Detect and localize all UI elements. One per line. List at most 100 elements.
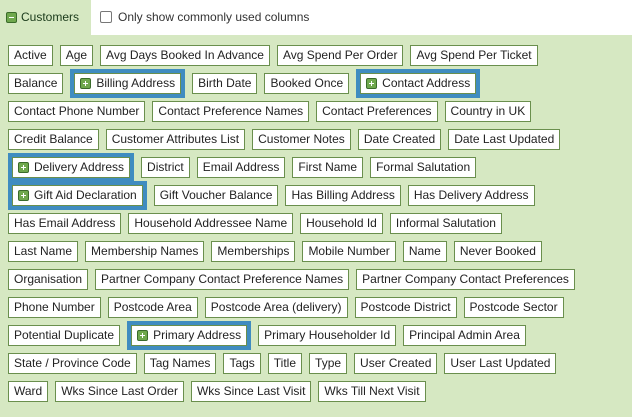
column-chip-title[interactable]: Title: [267, 353, 303, 374]
column-chip-name[interactable]: Name: [402, 241, 447, 262]
expand-plus-icon[interactable]: [366, 78, 378, 89]
group-chip-delivery-address[interactable]: Delivery Address: [12, 157, 131, 178]
column-chip-label: Date Last Updated: [454, 132, 555, 146]
column-chip-label: Organisation: [14, 272, 83, 286]
column-chip-avg-spend-per-order[interactable]: Avg Spend Per Order: [276, 45, 404, 66]
column-chip-has-billing-address[interactable]: Has Billing Address: [285, 185, 401, 206]
column-chooser-panel: Active Age Avg Days Booked In Advance Avg S…: [0, 35, 632, 417]
column-chip-label: Contact Address: [382, 76, 471, 90]
column-chip-email-address[interactable]: Email Address: [196, 157, 286, 178]
column-chip-wks-till-next-visit[interactable]: Wks Till Next Visit: [318, 381, 426, 402]
column-chip-gift-voucher-balance[interactable]: Gift Voucher Balance: [153, 185, 279, 206]
column-chip-label: First Name: [298, 160, 358, 174]
column-chip-contact-preference-names[interactable]: Contact Preference Names: [152, 101, 310, 122]
column-chip-label: Postcode District: [360, 300, 451, 314]
column-chip-label: Membership Names: [91, 244, 199, 258]
column-chip-user-last-updated[interactable]: User Last Updated: [444, 353, 557, 374]
column-chip-date-last-updated[interactable]: Date Last Updated: [448, 129, 561, 150]
column-chip-label: User Last Updated: [450, 356, 551, 370]
expand-plus-icon[interactable]: [18, 190, 29, 201]
column-chip-active[interactable]: Active: [8, 45, 53, 66]
column-chip-last-name[interactable]: Last Name: [8, 241, 79, 262]
column-chip-avg-spend-per-ticket[interactable]: Avg Spend Per Ticket: [410, 45, 538, 66]
column-chip-balance[interactable]: Balance: [8, 73, 64, 94]
column-chip-partner-company-contact-preferences[interactable]: Partner Company Contact Preferences: [356, 269, 575, 290]
column-chip-district[interactable]: District: [141, 157, 190, 178]
column-chip-tags[interactable]: Tags: [223, 353, 261, 374]
common-columns-option[interactable]: Only show commonly used columns: [100, 10, 309, 24]
column-chip-formal-salutation[interactable]: Formal Salutation: [370, 157, 477, 178]
group-chip-contact-address[interactable]: Contact Address: [360, 73, 477, 94]
column-chip-has-delivery-address[interactable]: Has Delivery Address: [407, 185, 535, 206]
column-chip-birth-date[interactable]: Birth Date: [192, 73, 258, 94]
column-chip-age[interactable]: Age: [59, 45, 94, 66]
column-chip-state-province-code[interactable]: State / Province Code: [8, 353, 137, 374]
column-chip-informal-salutation[interactable]: Informal Salutation: [389, 213, 502, 234]
column-chip-tag-names[interactable]: Tag Names: [143, 353, 217, 374]
group-chip-billing-address[interactable]: Billing Address: [74, 73, 182, 94]
customers-tab[interactable]: Customers: [0, 0, 91, 35]
chip-row: Phone Number Postcode Area Postcode Area (…: [8, 297, 632, 325]
column-chip-label: Phone Number: [14, 300, 95, 314]
column-chip-label: Gift Aid Declaration: [34, 188, 137, 202]
chip-row: Active Age Avg Days Booked In Advance Avg S…: [8, 45, 632, 73]
collapse-minus-icon[interactable]: [6, 11, 17, 23]
column-chip-date-created[interactable]: Date Created: [357, 129, 442, 150]
column-chip-postcode-district[interactable]: Postcode District: [354, 297, 457, 318]
column-chip-postcode-area-delivery[interactable]: Postcode Area (delivery): [204, 297, 348, 318]
column-chip-potential-duplicate[interactable]: Potential Duplicate: [8, 325, 121, 346]
column-chip-label: Age: [65, 48, 88, 62]
column-chip-label: Active: [14, 48, 47, 62]
column-chip-has-email-address[interactable]: Has Email Address: [8, 213, 122, 234]
column-chip-contact-preferences[interactable]: Contact Preferences: [316, 101, 438, 122]
column-chip-label: Has Billing Address: [291, 188, 395, 202]
chip-row: Gift Aid Declaration Gift Voucher Balance…: [8, 185, 632, 213]
group-chip-gift-aid-declaration[interactable]: Gift Aid Declaration: [12, 185, 143, 206]
column-chip-household-id[interactable]: Household Id: [300, 213, 383, 234]
chip-row: Delivery Address District Email Address Fir…: [8, 157, 632, 185]
column-chip-type[interactable]: Type: [309, 353, 348, 374]
expand-plus-icon[interactable]: [137, 330, 149, 341]
column-chip-label: Birth Date: [198, 76, 252, 90]
column-chip-household-addressee-name[interactable]: Household Addressee Name: [128, 213, 294, 234]
column-chip-credit-balance[interactable]: Credit Balance: [8, 129, 99, 150]
chip-row: Contact Phone Number Contact Preference N…: [8, 101, 632, 129]
column-chip-postcode-area[interactable]: Postcode Area: [107, 297, 198, 318]
column-chip-membership-names[interactable]: Membership Names: [85, 241, 205, 262]
column-chip-label: Contact Preferences: [322, 104, 432, 118]
column-chip-wks-since-last-order[interactable]: Wks Since Last Order: [55, 381, 184, 402]
column-chip-never-booked[interactable]: Never Booked: [453, 241, 542, 262]
column-chip-label: Balance: [14, 76, 58, 90]
column-chip-label: Wks Since Last Order: [61, 384, 178, 398]
column-chip-avg-days-booked-in-advance[interactable]: Avg Days Booked In Advance: [100, 45, 270, 66]
expand-plus-icon[interactable]: [18, 162, 29, 173]
common-columns-checkbox[interactable]: [100, 11, 112, 23]
column-chip-label: Household Addressee Name: [134, 216, 288, 230]
column-chip-postcode-sector[interactable]: Postcode Sector: [463, 297, 564, 318]
column-chip-ward[interactable]: Ward: [8, 381, 49, 402]
column-chip-contact-phone-number[interactable]: Contact Phone Number: [8, 101, 146, 122]
column-chip-country-in-uk[interactable]: Country in UK: [444, 101, 532, 122]
column-chip-label: Name: [408, 244, 441, 258]
column-chip-user-created[interactable]: User Created: [354, 353, 438, 374]
group-chip-primary-address[interactable]: Primary Address: [131, 325, 248, 346]
column-chip-customer-notes[interactable]: Customer Notes: [252, 129, 351, 150]
column-chip-primary-householder-id[interactable]: Primary Householder Id: [258, 325, 397, 346]
column-chip-mobile-number[interactable]: Mobile Number: [302, 241, 396, 262]
column-chip-wks-since-last-visit[interactable]: Wks Since Last Visit: [190, 381, 312, 402]
column-chip-memberships[interactable]: Memberships: [211, 241, 296, 262]
column-chip-label: Ward: [14, 384, 43, 398]
column-chip-organisation[interactable]: Organisation: [8, 269, 89, 290]
column-chip-label: Partner Company Contact Preferences: [362, 272, 569, 286]
chip-row: Last Name Membership Names Memberships Mobi…: [8, 241, 632, 269]
column-chip-label: Customer Attributes List: [111, 132, 240, 146]
column-chip-principal-admin-area[interactable]: Principal Admin Area: [403, 325, 526, 346]
column-chip-phone-number[interactable]: Phone Number: [8, 297, 101, 318]
column-chip-partner-company-contact-preference-names[interactable]: Partner Company Contact Preference Names: [95, 269, 350, 290]
column-chip-customer-attributes-list[interactable]: Customer Attributes List: [105, 129, 246, 150]
column-chip-grid: Active Age Avg Days Booked In Advance Avg S…: [8, 45, 632, 409]
column-chip-label: Booked Once: [270, 76, 344, 90]
column-chip-first-name[interactable]: First Name: [292, 157, 364, 178]
column-chip-booked-once[interactable]: Booked Once: [264, 73, 350, 94]
expand-plus-icon[interactable]: [80, 78, 92, 89]
